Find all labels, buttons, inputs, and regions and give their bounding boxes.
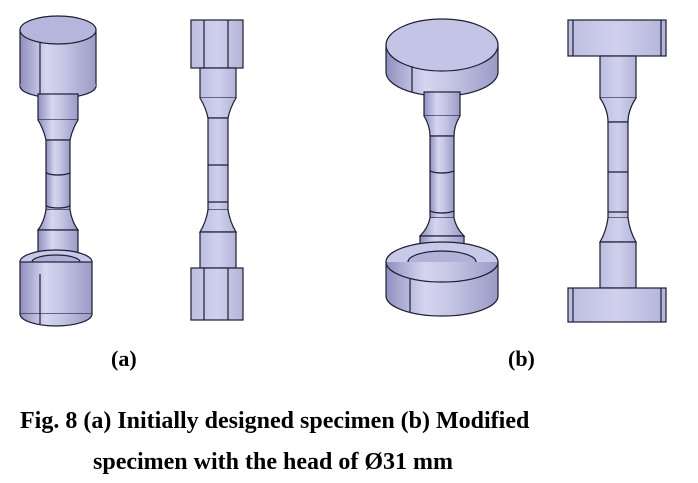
specimen-a-iso [19,15,97,327]
figure-caption-line-2: specimen with the head of Ø31 mm [93,449,453,475]
figure-caption-line-1: Fig. 8 (a) Initially designed specimen (… [20,408,530,434]
specimen-b-side [567,19,667,323]
specimen-a-side [190,19,244,321]
panel-label-a: (a) [111,346,137,371]
panel-label-b: (b) [508,346,535,371]
specimen-b-iso [385,18,499,317]
